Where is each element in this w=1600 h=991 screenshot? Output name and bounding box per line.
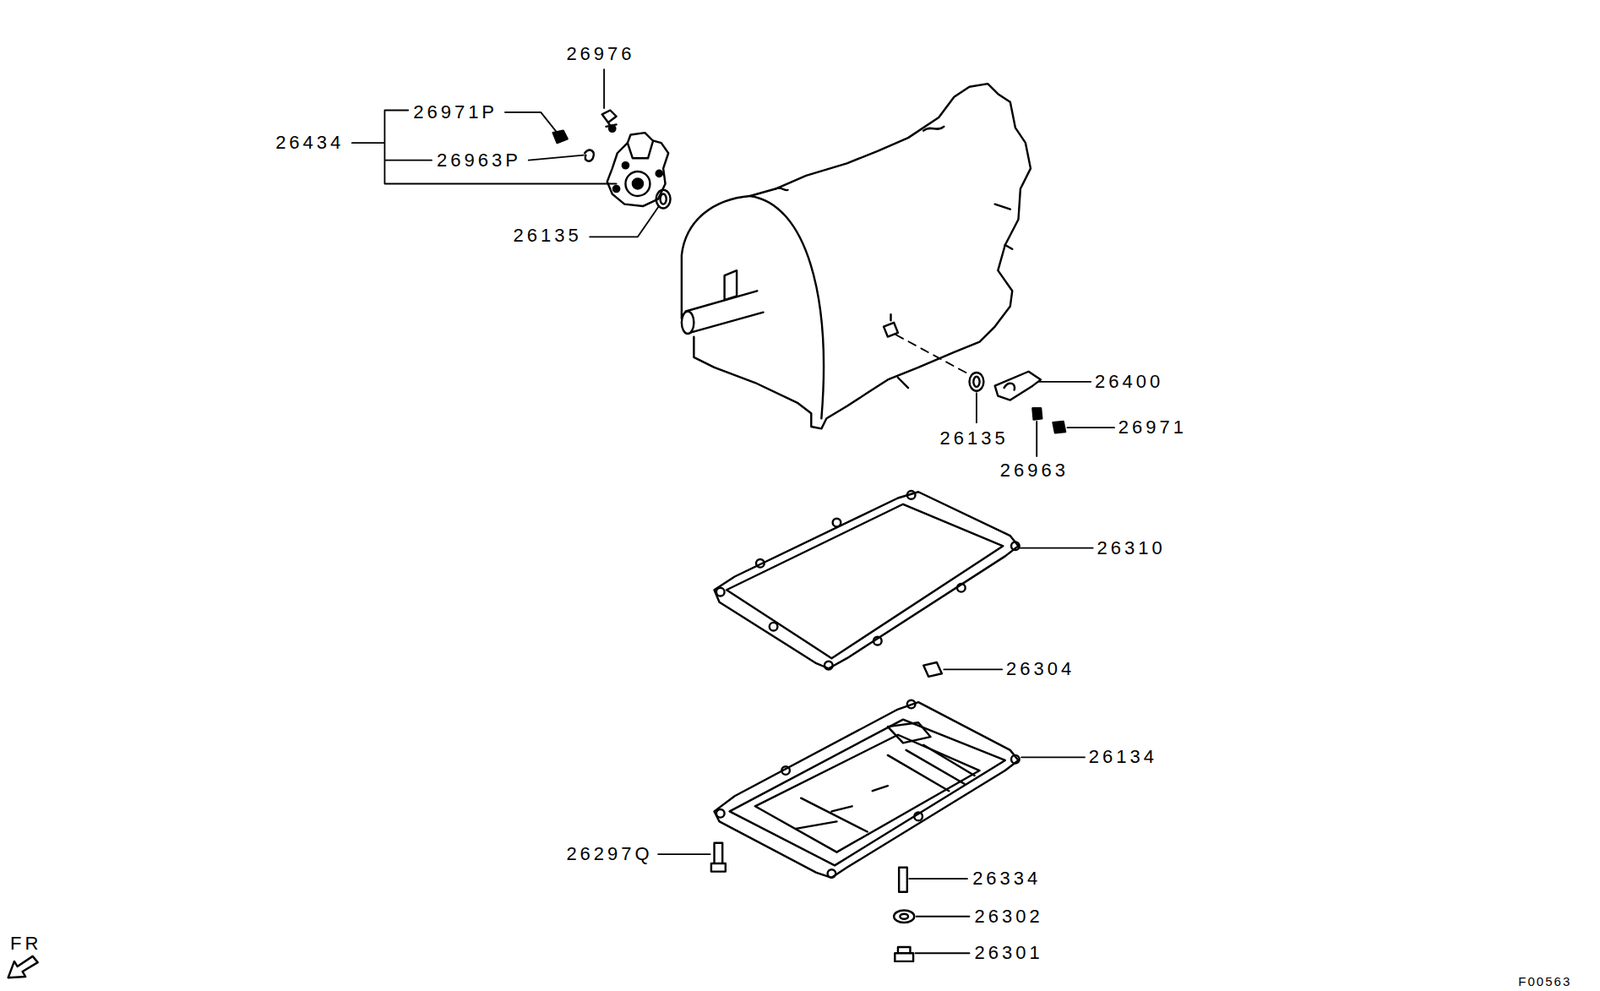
leader-lines	[1066, 426, 1115, 429]
range-sensor	[632, 178, 643, 189]
oil-pan	[716, 809, 725, 818]
transmission-case	[883, 314, 898, 338]
small-fasteners	[553, 130, 568, 143]
callout-number: 26434	[275, 132, 344, 153]
small-fasteners	[1004, 383, 1015, 391]
small-fasteners	[1032, 408, 1042, 420]
pan-gasket	[756, 559, 765, 568]
leader-lines	[1035, 421, 1038, 457]
range-sensor	[627, 132, 654, 158]
bolts-and-plugs	[711, 843, 915, 962]
leader-lines	[908, 877, 968, 880]
filter-magnet	[923, 662, 942, 677]
callout-number: 26971P	[413, 102, 498, 123]
callout-number: 26310	[1097, 538, 1166, 559]
range-sensor	[622, 162, 629, 169]
callout-number: 26334	[972, 868, 1041, 889]
callout-number: F00563	[1518, 974, 1572, 990]
leader-lines	[505, 112, 558, 133]
pan-gasket	[957, 583, 966, 593]
oil-pan	[887, 722, 931, 743]
callout-number: 26301	[974, 942, 1044, 964]
pan-gasket	[873, 636, 882, 646]
small-fasteners	[973, 376, 980, 387]
small-fasteners	[995, 371, 1041, 401]
oil-pan	[714, 702, 1019, 878]
callout-number: FR	[10, 933, 42, 954]
leader-lines	[916, 915, 970, 918]
bolts-and-plugs	[899, 914, 909, 920]
pan-gasket	[714, 491, 1019, 669]
pan-gasket	[1011, 541, 1020, 550]
front-arrow	[8, 956, 39, 978]
bolts-and-plugs	[898, 867, 908, 893]
callout-number: 26135	[939, 428, 1008, 449]
transmission-case	[896, 334, 972, 376]
callout-number: 26302	[974, 906, 1044, 927]
oil-pan	[729, 719, 1006, 866]
callout-number: 26400	[1094, 371, 1164, 392]
oil-pan	[714, 700, 1020, 878]
oil-pan	[827, 869, 837, 878]
leader-lines	[352, 69, 1115, 953]
callout-number: 26297Q	[565, 843, 653, 865]
small-fasteners	[969, 372, 985, 392]
callout-number: 26971	[1118, 417, 1187, 438]
callout-number: 26976	[565, 43, 635, 65]
pan-gasket	[714, 490, 1020, 670]
filter-magnet	[923, 662, 942, 677]
oil-pan	[914, 812, 923, 822]
callout-number: 26134	[1088, 746, 1158, 768]
transmission-case	[681, 310, 694, 334]
small-fasteners	[1053, 421, 1066, 433]
bolts-and-plugs	[893, 910, 915, 923]
small-fasteners	[553, 110, 1066, 434]
oil-pan	[795, 745, 975, 833]
small-fasteners	[660, 194, 667, 205]
pan-gasket	[824, 661, 833, 670]
transmission-case	[681, 83, 1031, 429]
leader-lines	[1039, 380, 1092, 383]
leader-lines	[975, 392, 978, 423]
pan-gasket	[769, 622, 779, 632]
leader-lines	[658, 853, 711, 855]
callout-number: 26963P	[436, 150, 522, 171]
small-fasteners	[609, 125, 615, 132]
range-sensor	[625, 171, 650, 196]
leader-lines	[528, 155, 584, 161]
leader-lines	[1021, 756, 1085, 758]
range-sensor	[656, 170, 663, 177]
oil-pan	[1011, 755, 1020, 764]
oil-pan	[755, 734, 980, 853]
leader-lines	[943, 669, 1002, 671]
callout-number: 26135	[513, 225, 583, 246]
pan-gasket	[832, 518, 842, 528]
transmission-case	[681, 83, 1031, 429]
transmission-case	[750, 195, 824, 419]
callout-number: 26963	[1000, 460, 1069, 481]
leader-lines	[603, 69, 605, 109]
pan-gasket	[716, 587, 725, 597]
range-sensor	[613, 185, 620, 192]
transmission-case	[724, 270, 737, 300]
leader-lines	[589, 206, 659, 237]
oil-pan	[781, 766, 790, 775]
transmission-case	[775, 126, 1013, 388]
pan-gasket	[907, 490, 916, 500]
small-fasteners	[584, 150, 594, 162]
callout-number: 26304	[1006, 658, 1075, 680]
leader-lines	[1020, 547, 1094, 550]
small-fasteners	[656, 190, 671, 209]
front-arrow	[8, 956, 39, 978]
bolts-and-plugs	[711, 843, 726, 872]
oil-pan	[907, 700, 916, 709]
range-sensor	[607, 132, 669, 207]
pan-gasket	[726, 504, 1003, 659]
bolts-and-plugs	[894, 946, 914, 962]
leader-lines	[914, 952, 969, 954]
